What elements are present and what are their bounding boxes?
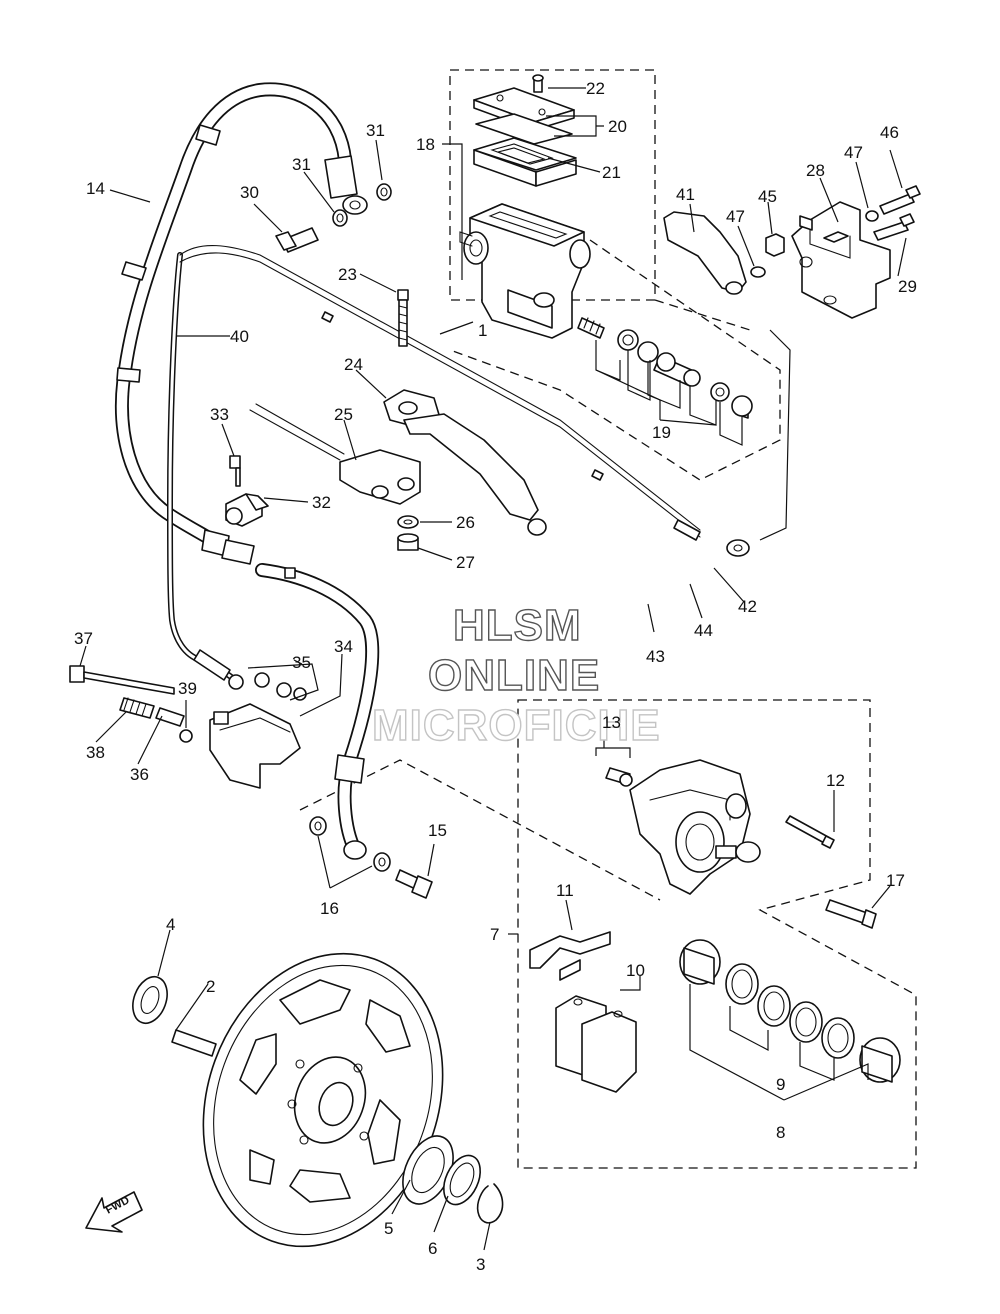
callout-29: 29 (898, 277, 917, 296)
lever-bracket (663, 185, 921, 319)
watermark-line-1: HLSM (453, 601, 582, 650)
callout-11: 11 (556, 881, 574, 900)
watermark: HLSM ONLINE MICROFICHE (371, 600, 661, 750)
callout-42: 42 (738, 597, 757, 616)
callout-6: 6 (428, 1239, 437, 1258)
master-cylinder (459, 74, 591, 339)
callout-12: 12 (826, 771, 845, 790)
callout-41: 41 (676, 185, 695, 204)
callout-15: 15 (428, 821, 447, 840)
cable-clamp (225, 455, 269, 527)
callout-35: 35 (292, 653, 311, 672)
callout-16: 16 (320, 899, 339, 918)
master-cylinder-kit (577, 317, 753, 446)
callout-22: 22 (586, 79, 605, 98)
callout-7: 7 (490, 925, 499, 944)
callout-40: 40 (230, 327, 249, 346)
callout-36: 36 (130, 765, 149, 784)
callout-1: 1 (478, 321, 487, 340)
callout-25: 25 (334, 405, 353, 424)
callout-46: 46 (880, 123, 899, 142)
brake-lever (249, 289, 547, 551)
callout-45: 45 (758, 187, 777, 206)
bracket-box (654, 299, 751, 331)
callout-4: 4 (166, 915, 175, 934)
callout-2: 2 (206, 977, 215, 996)
union-bolts (275, 183, 433, 899)
callout-13: 13 (602, 713, 621, 732)
callout-37: 37 (74, 629, 93, 648)
master-cylinder-parts-box (449, 239, 781, 481)
callout-28: 28 (806, 161, 825, 180)
forward-arrow-icon: FWD (85, 1191, 143, 1233)
callout-21: 21 (602, 163, 621, 182)
main-caliper (529, 740, 901, 1101)
small-caliper (69, 663, 319, 789)
callout-10: 10 (626, 961, 645, 980)
callout-38: 38 (86, 743, 105, 762)
callout-34: 34 (334, 637, 353, 656)
assembly-boxes (299, 69, 917, 1169)
brake-disc (202, 952, 444, 1248)
brake-cable (166, 245, 750, 690)
brake-hose (115, 82, 380, 860)
hose-clamp-box (299, 759, 661, 901)
callout-26: 26 (456, 513, 475, 532)
callout-numbers: 1 2 3 4 5 6 7 8 9 10 11 12 13 14 15 16 1… (74, 79, 917, 1274)
callout-47a: 47 (726, 207, 745, 226)
callout-3: 3 (476, 1255, 485, 1274)
callout-17: 17 (886, 871, 905, 890)
callout-39: 39 (178, 679, 197, 698)
callout-9: 9 (776, 1075, 785, 1094)
caliper-box (517, 699, 917, 1169)
callout-14: 14 (86, 179, 105, 198)
callout-32: 32 (312, 493, 331, 512)
callout-5: 5 (384, 1219, 393, 1238)
callout-8: 8 (776, 1123, 785, 1142)
callout-24: 24 (344, 355, 363, 374)
callout-30: 30 (240, 183, 259, 202)
hub-spacers (132, 975, 504, 1224)
callout-20: 20 (608, 117, 627, 136)
watermark-line-2: ONLINE (428, 651, 600, 700)
leader-lines (79, 87, 907, 1251)
callout-33: 33 (210, 405, 229, 424)
callout-47b: 47 (844, 143, 863, 162)
callout-44: 44 (694, 621, 713, 640)
callout-23: 23 (338, 265, 357, 284)
watermark-line-3: MICROFICHE (372, 701, 661, 750)
callout-27: 27 (456, 553, 475, 572)
callout-43: 43 (646, 647, 665, 666)
callout-31b: 31 (366, 121, 385, 140)
callout-18: 18 (416, 135, 435, 154)
callout-19: 19 (652, 423, 671, 442)
callout-31a: 31 (292, 155, 311, 174)
